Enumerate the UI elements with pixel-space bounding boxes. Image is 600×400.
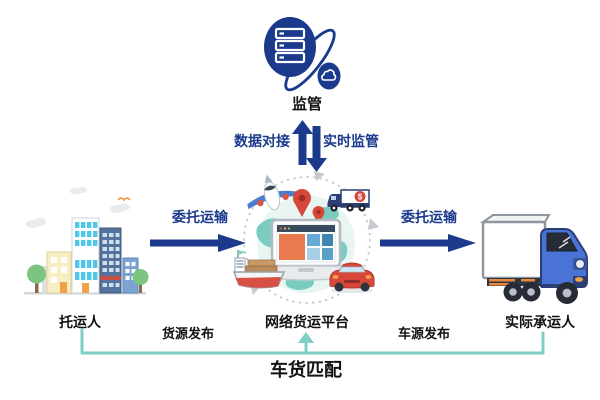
vehicle-publish-label: 车源发布	[397, 326, 450, 341]
truck-cab	[540, 228, 588, 288]
blue-skyscraper	[99, 227, 122, 294]
small-blue-building	[122, 257, 139, 294]
buildings-illustration	[24, 187, 149, 295]
white-tower	[71, 217, 100, 294]
cloud-icon	[26, 187, 130, 228]
cargo-publish-label: 货源发布	[161, 326, 214, 341]
dollar-badge: $	[358, 193, 363, 202]
entrust-right-label: 委托运输	[401, 209, 457, 225]
matching-bracket	[80, 328, 545, 355]
data-link-label: 数据对接	[234, 133, 290, 149]
realtime-monitor-label: 实时监管	[323, 133, 379, 149]
right-arrow-icon	[380, 234, 476, 252]
right-arrow-icon	[150, 234, 246, 252]
yellow-building	[46, 251, 72, 294]
plane-icon	[247, 174, 299, 211]
supervision-label: 监管	[291, 96, 322, 113]
up-arrowhead-icon	[298, 332, 314, 343]
bird-icon	[117, 197, 131, 202]
mini-truck-icon: $	[327, 189, 370, 212]
matching-label: 车货匹配	[270, 360, 342, 380]
entrust-left-label: 委托运输	[172, 209, 228, 225]
ship-icon	[232, 250, 286, 289]
cloud-icon	[320, 69, 337, 81]
car-icon	[329, 262, 375, 294]
server-rack-icon	[274, 27, 306, 64]
wheel-icon	[503, 282, 578, 304]
cargo-box	[481, 220, 547, 280]
up-arrow-icon	[292, 120, 313, 165]
carrier-label: 实际承运人	[505, 314, 575, 330]
down-arrow-icon	[306, 126, 327, 172]
up-down-arrows	[292, 120, 327, 172]
tree-icon	[27, 264, 149, 293]
platform-illustration: $	[232, 171, 379, 304]
truck-illustration	[479, 214, 588, 304]
cloud-badge-icon	[317, 62, 341, 90]
supervision-server-icon	[264, 17, 341, 92]
dotted-ring	[243, 176, 371, 304]
shipper-label: 托运人	[59, 314, 101, 330]
platform-label: 网络货运平台	[265, 314, 349, 330]
